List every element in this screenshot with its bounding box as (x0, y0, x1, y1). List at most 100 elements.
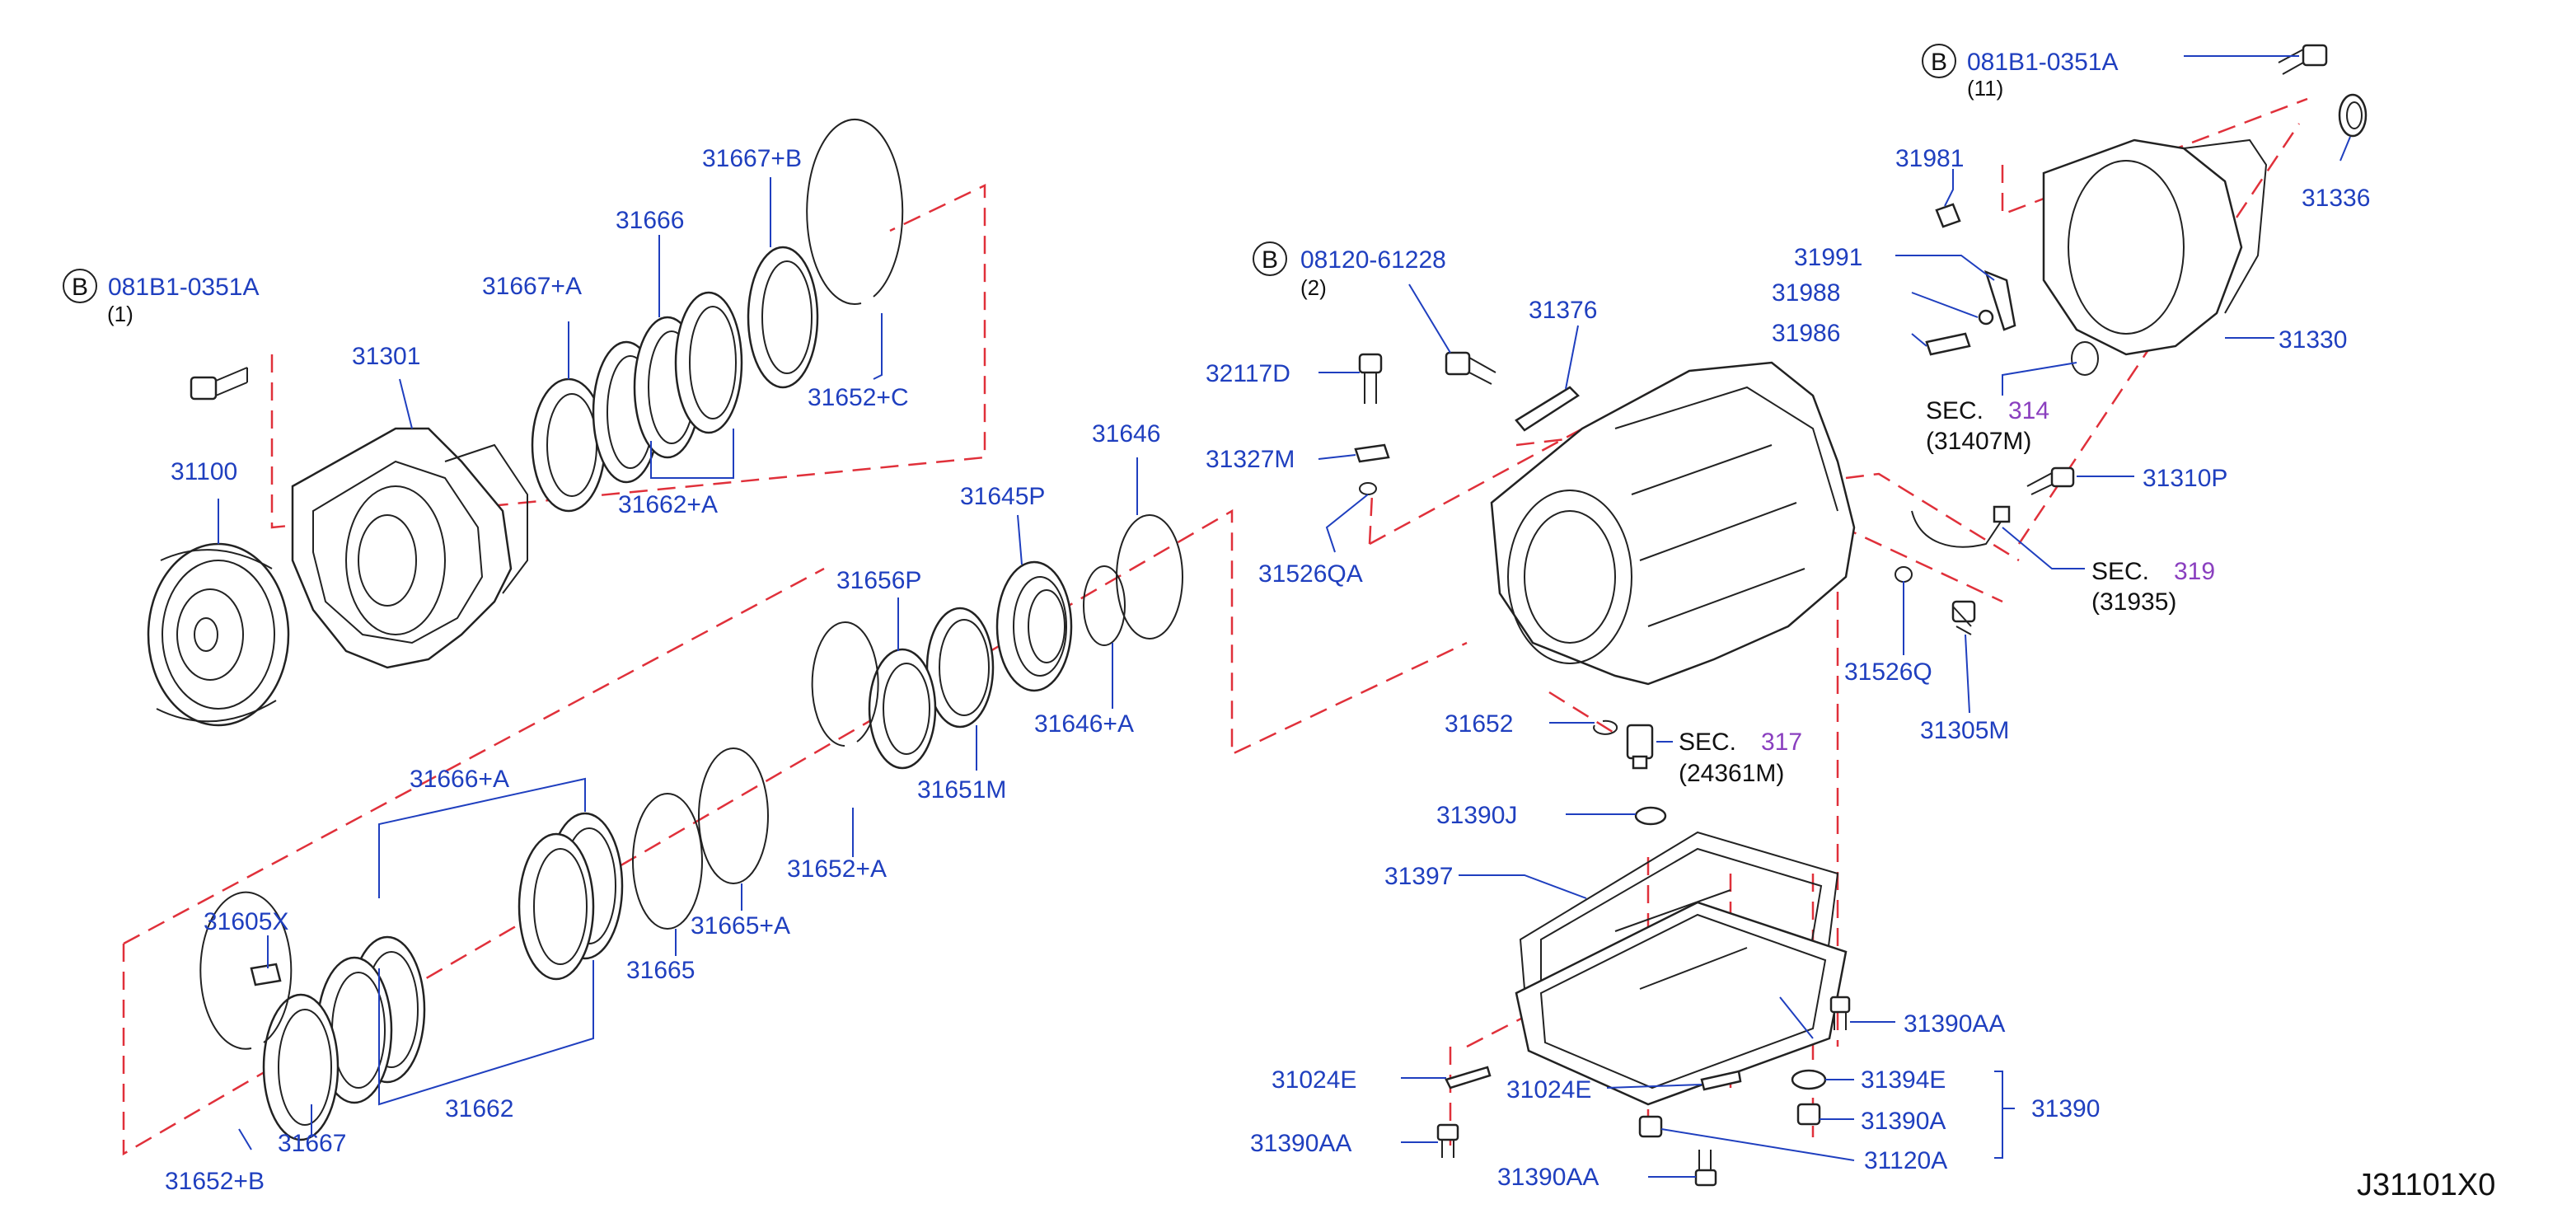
callout-31666[interactable]: 31666 (616, 207, 684, 234)
oring-31646-a[interactable] (1083, 565, 1126, 646)
callout-31652-a[interactable]: 31652+A (787, 855, 887, 883)
callout-31981[interactable]: 31981 (1895, 145, 1964, 172)
bracket-31376[interactable] (1515, 386, 1580, 432)
callout-31390aa-right[interactable]: 31390AA (1904, 1010, 2005, 1038)
sec-319-link[interactable]: 319 (2174, 558, 2215, 585)
callout-31652-b[interactable]: 31652+B (165, 1168, 265, 1195)
magnet-31120a[interactable] (1638, 1115, 1663, 1138)
bolt-32117d[interactable] (1358, 353, 1383, 404)
transmission-case[interactable] (1490, 361, 1856, 686)
callout-31667-a[interactable]: 31667+A (482, 273, 582, 300)
callout-31024e-left[interactable]: 31024E (1272, 1066, 1356, 1094)
callout-31390a[interactable]: 31390A (1861, 1108, 1946, 1135)
snap-ring-31652-b[interactable] (199, 891, 293, 1050)
sec-317-link[interactable]: 317 (1761, 729, 1802, 756)
drain-plug-31390j[interactable] (1634, 806, 1667, 826)
callout-31390[interactable]: 31390 (2031, 1095, 2100, 1122)
oil-pan-31390[interactable] (1515, 889, 1848, 1106)
rear-extension-31330[interactable] (2042, 138, 2268, 356)
bolt-31310p[interactable] (2026, 466, 2075, 495)
callout-31336[interactable]: 31336 (2302, 185, 2370, 212)
callout-31526qa[interactable]: 31526QA (1258, 560, 1363, 588)
callout-31305m[interactable]: 31305M (1920, 717, 2009, 744)
callout-081B1-0351A-right[interactable]: 081B1-0351A (1967, 49, 2119, 76)
clutch-plate-31667-b[interactable] (747, 246, 819, 389)
seal-31336[interactable] (2338, 93, 2368, 138)
callout-31652-c[interactable]: 31652+C (808, 384, 909, 411)
callout-31665[interactable]: 31665 (626, 957, 695, 984)
seal-31651m[interactable] (925, 607, 995, 729)
ring-31665[interactable] (632, 793, 703, 930)
callout-31662[interactable]: 31662 (445, 1095, 513, 1122)
spring-31605x[interactable] (250, 963, 282, 986)
snap-ring-31652-a[interactable] (811, 621, 879, 747)
bolt-31390aa-bottom[interactable] (1694, 1150, 1717, 1187)
callout-31120a[interactable]: 31120A (1864, 1147, 1947, 1174)
callout-31330[interactable]: 31330 (2279, 326, 2347, 354)
clutch-pack-31666-a[interactable] (518, 812, 624, 981)
sec-314-link[interactable]: 314 (2008, 397, 2049, 424)
oring-31646[interactable] (1116, 514, 1183, 640)
callout-31024e-right[interactable]: 31024E (1506, 1076, 1591, 1104)
callout-31390aa-bottom[interactable]: 31390AA (1497, 1164, 1599, 1191)
clip-31327m[interactable] (1354, 443, 1390, 463)
callout-31652[interactable]: 31652 (1445, 710, 1513, 738)
ring-31526q[interactable] (1895, 566, 1913, 583)
clip-31024e-left[interactable] (1445, 1066, 1492, 1089)
callout-31397[interactable]: 31397 (1384, 863, 1453, 890)
callout-31390j[interactable]: 31390J (1436, 802, 1517, 829)
callout-31665-a[interactable]: 31665+A (691, 912, 790, 940)
pin-31988[interactable] (1978, 309, 1994, 326)
callout-32117d[interactable]: 32117D (1206, 360, 1290, 387)
clutch-pack-31662[interactable] (316, 935, 426, 1104)
callout-31390aa-left[interactable]: 31390AA (1250, 1130, 1351, 1157)
lever-31991[interactable] (1984, 269, 2016, 331)
callout-31394e[interactable]: 31394E (1861, 1066, 1946, 1094)
callout-31645p[interactable]: 31645P (960, 483, 1045, 510)
piston-31645p[interactable] (995, 560, 1073, 692)
pin-31986[interactable] (1925, 332, 1971, 356)
bolt-31390aa-left[interactable] (1436, 1123, 1459, 1158)
plug-31390a[interactable] (1796, 1103, 1821, 1126)
bolt-081B1-0351A-left[interactable] (190, 367, 248, 401)
bolt-08120-61228[interactable] (1445, 351, 1496, 385)
ring-31652[interactable] (1593, 719, 1618, 735)
bolt-081B1-0351A-right[interactable] (2278, 44, 2328, 75)
callout-31988[interactable]: 31988 (1772, 279, 1840, 307)
callout-31100[interactable]: 31100 (171, 458, 237, 485)
callout-31651m[interactable]: 31651M (917, 776, 1006, 804)
ring-31665-a[interactable] (698, 747, 769, 884)
callout-31667-b[interactable]: 31667+B (702, 145, 802, 172)
callout-31526q[interactable]: 31526Q (1844, 658, 1932, 686)
ring-sec314[interactable] (2071, 341, 2099, 376)
callout-31376[interactable]: 31376 (1529, 297, 1597, 324)
clip-31981[interactable] (1935, 203, 1961, 228)
callout-31646[interactable]: 31646 (1092, 420, 1160, 447)
callout-31991[interactable]: 31991 (1794, 244, 1862, 271)
callout-31646-a[interactable]: 31646+A (1034, 710, 1134, 738)
converter-housing-31301[interactable] (291, 427, 528, 669)
callout-31666-a[interactable]: 31666+A (410, 766, 509, 793)
clip-31024e-right[interactable] (1700, 1070, 1742, 1091)
harness-sec319[interactable] (1911, 505, 2011, 548)
clutch-pack-31662-a[interactable] (592, 291, 743, 484)
callout-08120-61228[interactable]: 08120-61228 (1300, 246, 1446, 274)
callout-31667[interactable]: 31667 (278, 1130, 346, 1157)
bolt-31305m[interactable] (1951, 600, 1976, 635)
torque-converter-31100[interactable] (147, 542, 290, 727)
sensor-sec317[interactable] (1626, 724, 1654, 770)
washer-31394e[interactable] (1791, 1069, 1827, 1090)
callout-31605x[interactable]: 31605X (204, 908, 288, 935)
callout-31301[interactable]: 31301 (352, 343, 420, 370)
callout-31310p[interactable]: 31310P (2143, 465, 2227, 492)
callout-31986[interactable]: 31986 (1772, 320, 1840, 347)
callout-081B1-0351A-left[interactable]: 081B1-0351A (108, 274, 260, 301)
ring-31526qa[interactable] (1359, 482, 1377, 495)
plate-31656p[interactable] (868, 648, 937, 770)
callout-31662-a[interactable]: 31662+A (618, 491, 718, 518)
bolt-31390aa-right[interactable] (1829, 996, 1851, 1030)
callout-31327m[interactable]: 31327M (1206, 446, 1295, 473)
callout-31656p[interactable]: 31656P (836, 567, 921, 594)
snap-ring-31652-c[interactable] (806, 119, 904, 305)
clutch-plate-31667[interactable] (262, 993, 340, 1141)
